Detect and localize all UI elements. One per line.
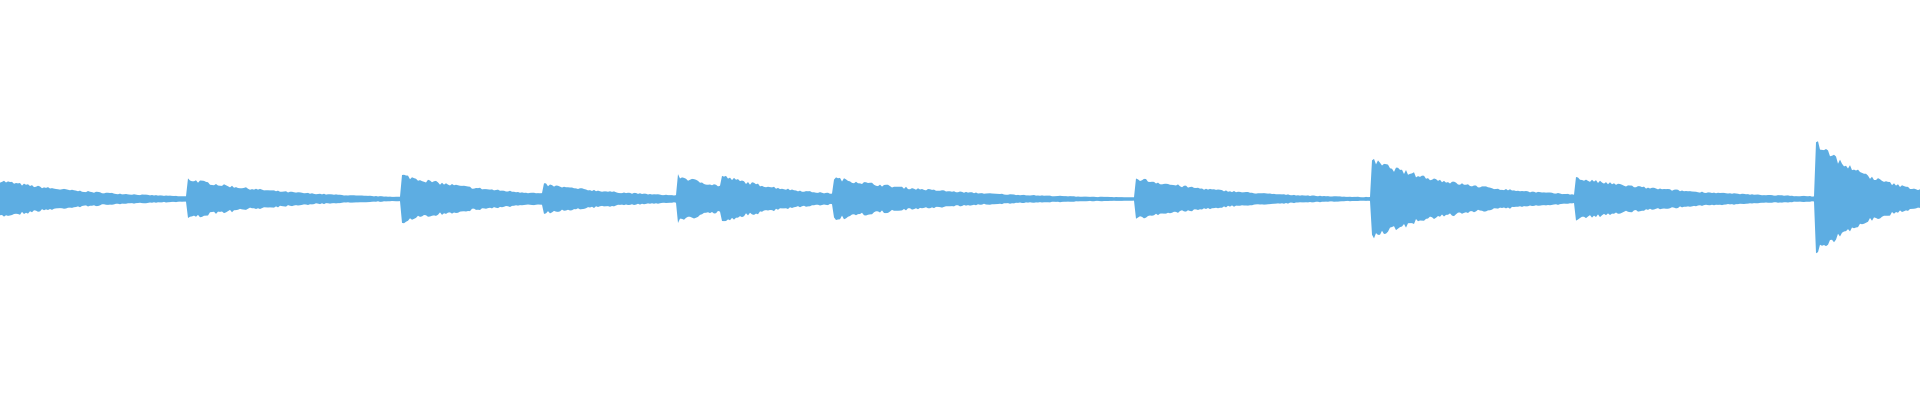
waveform-envelope [0, 141, 1920, 254]
